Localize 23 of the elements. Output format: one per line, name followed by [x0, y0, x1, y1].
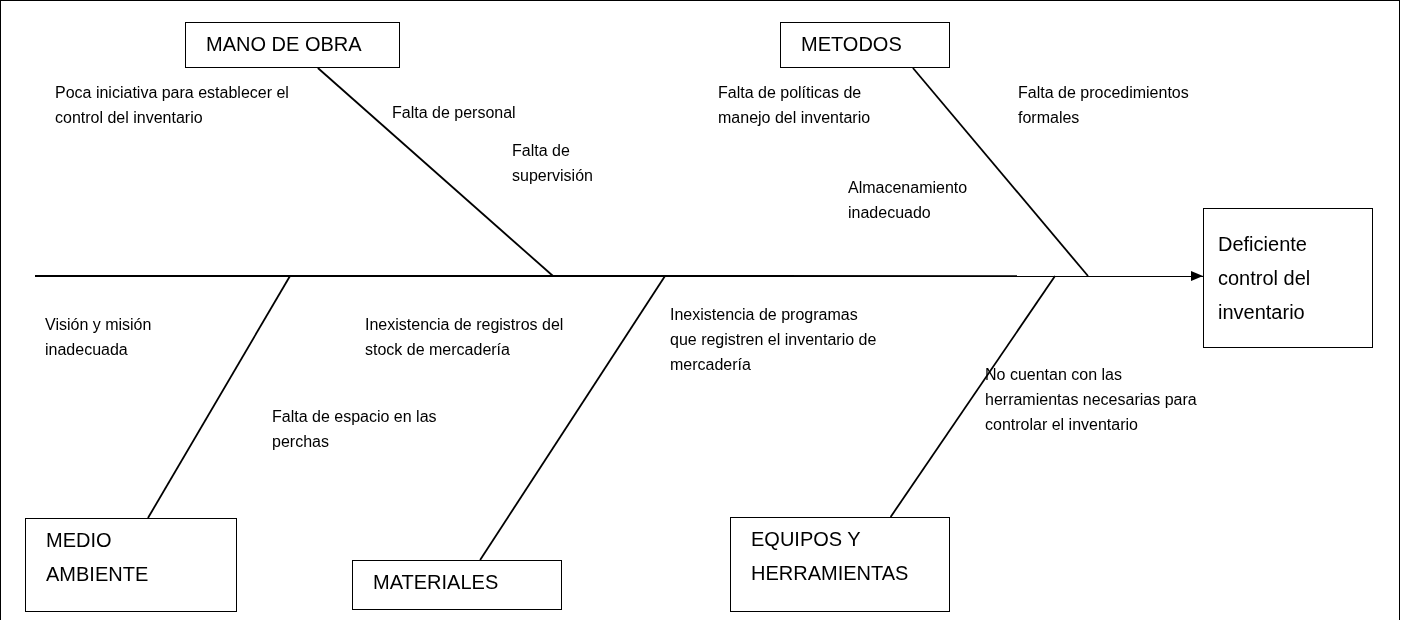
cause-text: Almacenamiento inadecuado	[848, 178, 969, 223]
cause-text: Visión y misión inadecuada	[45, 315, 153, 360]
bone-line	[889, 275, 1056, 518]
category-box: METODOS	[780, 22, 950, 68]
cause-text: Inexistencia de registros del stock de mercadería	[365, 315, 565, 360]
bone-line	[147, 275, 291, 519]
cause-text: Falta de políticas de manejo del inventario	[718, 83, 872, 128]
cause-text: Inexistencia de programas que registren el inventario de mercadería	[670, 305, 878, 375]
bone-line	[479, 275, 666, 561]
cause-text: Falta de supervisión	[512, 141, 594, 186]
category-box: MATERIALES	[352, 560, 562, 610]
bone-line	[912, 67, 1089, 277]
cause-text: Falta de espacio en las perchas	[272, 407, 438, 452]
cause-text: No cuentan con las herramientas necesarias para controlar el inventario	[985, 365, 1198, 435]
spine-arrow	[34, 271, 1204, 282]
cause-text: Falta de personal	[392, 103, 517, 123]
category-box: EQUIPOS Y HERRAMIENTAS	[730, 517, 950, 612]
cause-text: Falta de procedimientos formales	[1018, 83, 1190, 128]
category-box: MEDIO AMBIENTE	[25, 518, 237, 612]
effect-box: Deficiente control del inventario	[1203, 208, 1373, 348]
category-box: MANO DE OBRA	[185, 22, 400, 68]
cause-text: Poca iniciativa para establecer el control del inventario	[55, 83, 290, 128]
bone-line	[316, 67, 554, 277]
